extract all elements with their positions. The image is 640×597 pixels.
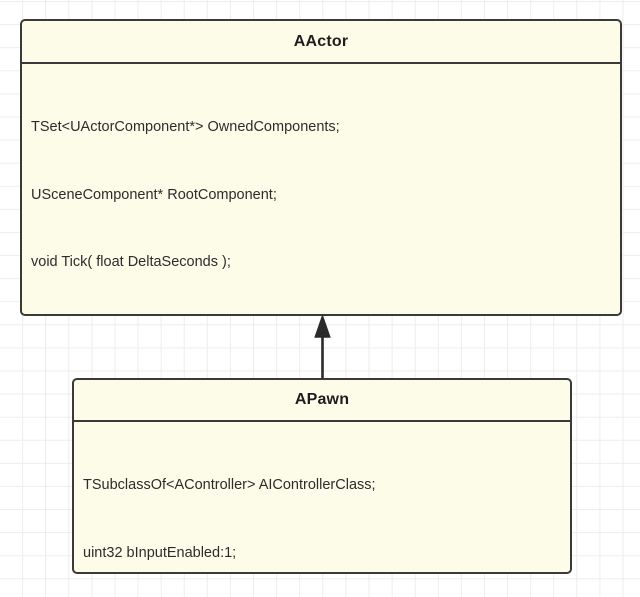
uml-member: USceneComponent* RootComponent; [31,186,277,203]
uml-compartment-apawn-1: TSubclassOf<AController> AIControllerCla… [74,422,570,572]
uml-member: uint32 bInputEnabled:1; [83,544,237,561]
generalization-arrow-apawn-to-aactor [314,313,331,382]
uml-member: TSubclassOf<AController> AIControllerCla… [83,477,376,493]
uml-member: void Tick( float DeltaSeconds ); [31,254,231,270]
uml-divider [22,62,620,64]
uml-divider [74,420,570,422]
uml-class-apawn[interactable]: APawn TSubclassOf<AController> AIControl… [72,378,572,574]
uml-class-aactor[interactable]: AActor TSet<UActorComponent*> OwnedCompo… [20,19,622,316]
uml-class-name-apawn: APawn [294,391,350,408]
uml-member: TSet<UActorComponent*> OwnedComponents; [31,119,340,135]
uml-compartment-aactor-1: TSet<UActorComponent*> OwnedComponents; … [22,64,620,314]
uml-class-name-aactor: AActor [293,32,349,50]
